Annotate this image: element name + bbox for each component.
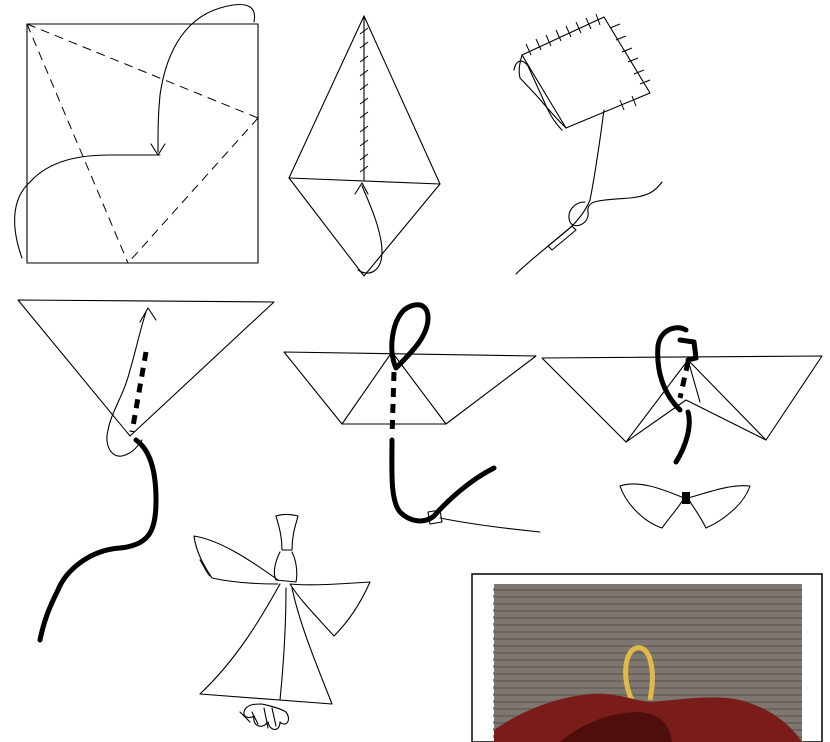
step-5-loop-thread [284, 305, 540, 532]
step-7-finished-angel [194, 515, 370, 730]
fabric-square [27, 24, 258, 263]
bow [620, 484, 750, 528]
thread-tail [392, 440, 494, 521]
thread-tail [40, 440, 156, 640]
hair-detail [240, 708, 276, 728]
step-1-square-fold [15, 5, 258, 263]
fold-arrow-left [15, 155, 160, 258]
hidden-thread [392, 372, 394, 436]
bow-knot [682, 492, 690, 504]
fold-arrow [358, 186, 382, 273]
step-6-wings [542, 328, 822, 528]
step-2-kite [289, 16, 440, 276]
loose-thread [440, 518, 540, 532]
hidden-thread [680, 362, 688, 398]
fold-line [27, 24, 128, 263]
thread-tail [676, 412, 689, 462]
step-4-draw-thread [18, 300, 274, 640]
wing-right [290, 582, 370, 636]
trapezoid-outline [284, 352, 536, 424]
fold-line [27, 24, 258, 118]
thread-loop [569, 182, 662, 226]
arrow-head [355, 183, 368, 194]
thread [516, 110, 604, 274]
wing-outline [542, 356, 822, 442]
wing-left-tip [200, 560, 210, 576]
robe-outline [200, 584, 332, 704]
fold-line [128, 118, 258, 263]
finished-photo [472, 574, 822, 742]
folded-square [522, 17, 650, 128]
needle [548, 226, 576, 250]
triangle-outline [18, 300, 274, 436]
hidden-thread [132, 352, 146, 432]
wing-left [194, 536, 278, 584]
step-3-stitch-edge [514, 14, 662, 274]
bow-right [688, 486, 750, 528]
fold-arrow-top [158, 5, 255, 152]
robe-fold [280, 588, 286, 700]
arrow-head [140, 308, 156, 322]
bow-left [620, 484, 684, 528]
fold-flap [514, 61, 562, 130]
angel-neck [274, 552, 296, 582]
angel-head [276, 515, 298, 551]
